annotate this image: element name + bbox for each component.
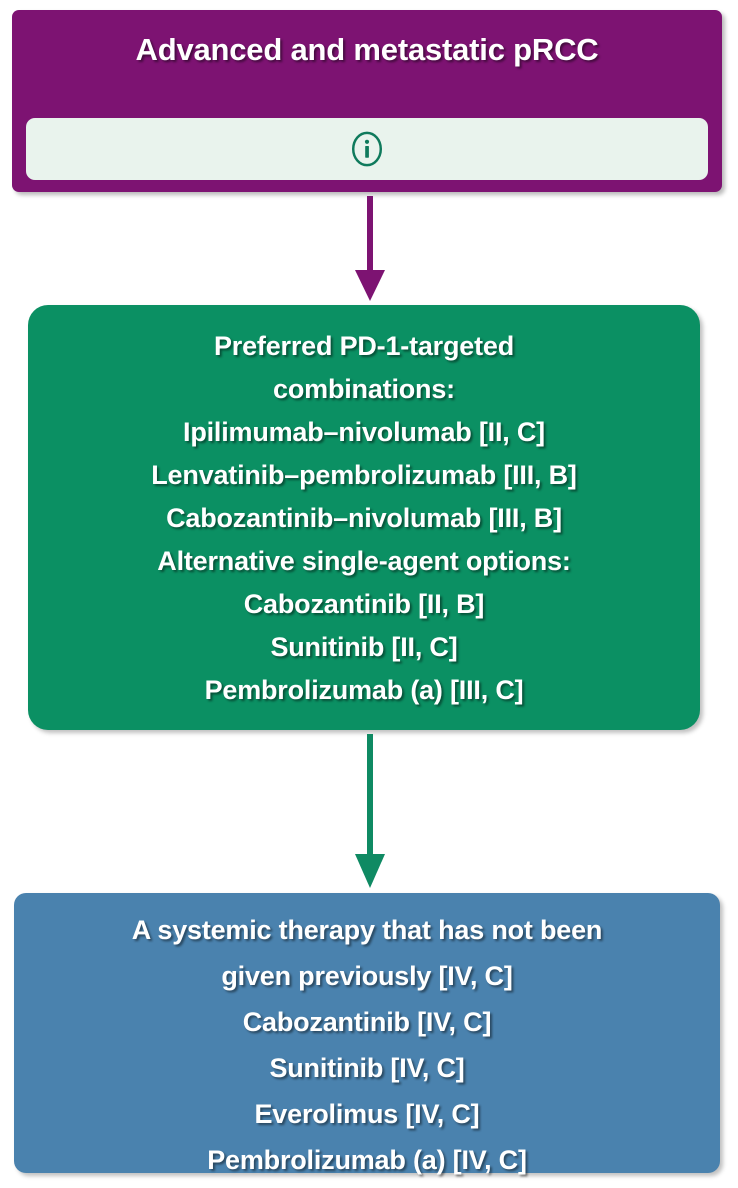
node-line: A systemic therapy that has not been giv… (131, 915, 603, 991)
node-line: Pembrolizumab (a) [IV, C] (207, 1145, 527, 1175)
node-line: Sunitinib [IV, C] (269, 1053, 465, 1083)
node-subsequent-line-treatment[interactable]: A systemic therapy that has not been giv… (14, 893, 720, 1175)
node-line: Alternative single-agent options: (157, 546, 571, 576)
node-line: Cabozantinib [IV, C] (242, 1007, 492, 1037)
node-line: Pembrolizumab (a) [III, C] (204, 675, 524, 705)
node-advanced-metastatic-prcc[interactable]: Advanced and metastatic pRCC (12, 10, 722, 192)
node-line: Sunitinib [II, C] (270, 632, 458, 662)
node-line: Ipilimumab–nivolumab [II, C] (183, 417, 545, 447)
node-line: Preferred PD-1-targeted combinations: (214, 331, 514, 404)
info-bar[interactable] (26, 118, 708, 180)
node-line: Lenvatinib–pembrolizumab [III, B] (151, 460, 577, 490)
page-title: Advanced and metastatic pRCC (135, 32, 599, 67)
info-icon[interactable] (348, 130, 386, 168)
arrow-first-line-to-subsequent-line (355, 734, 385, 888)
node-line: Cabozantinib [II, B] (243, 589, 485, 619)
node-line: Everolimus [IV, C] (254, 1099, 480, 1129)
node-first-line-treatment[interactable]: Preferred PD-1-targeted combinations: Ip… (28, 305, 700, 730)
arrow-header-to-first-line (355, 196, 385, 301)
node-line: Cabozantinib–nivolumab [III, B] (166, 503, 562, 533)
